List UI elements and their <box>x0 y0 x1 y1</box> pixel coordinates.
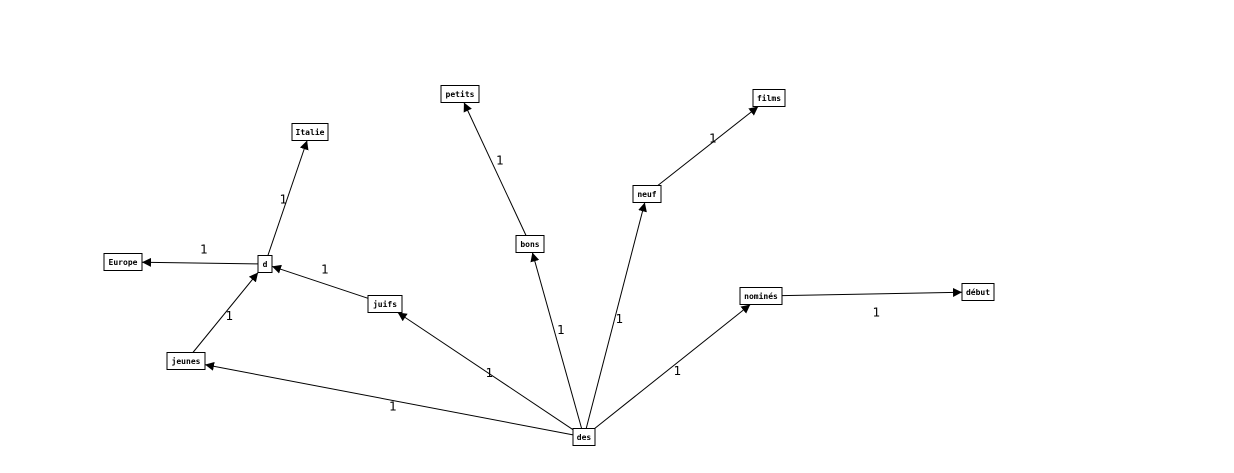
edge-arrow <box>141 257 259 267</box>
node-petits[interactable]: petits <box>440 85 480 103</box>
node-box[interactable] <box>291 123 329 141</box>
node-box[interactable] <box>103 253 143 271</box>
edge-bons-petits: 1 <box>463 102 527 236</box>
edge-arrow <box>267 140 309 256</box>
edge-nomines-debut: 1 <box>781 287 963 320</box>
node-label: début <box>966 287 990 297</box>
edge-weight-label: 1 <box>321 263 329 277</box>
edge-d-italie: 1 <box>267 140 309 256</box>
edge-weight-label: 1 <box>280 193 288 207</box>
edge-juifs-d: 1 <box>271 263 369 299</box>
node-label: bons <box>520 240 539 249</box>
node-label: nominés <box>744 291 778 301</box>
node-box[interactable] <box>166 352 206 370</box>
edge-weight-label: 1 <box>709 132 717 146</box>
node-jeunes[interactable]: jeunes <box>166 352 206 370</box>
node-label: juifs <box>373 299 397 309</box>
node-box[interactable] <box>752 89 786 107</box>
node-box[interactable] <box>257 255 273 273</box>
edge-neuf-films: 1 <box>657 106 759 186</box>
edge-arrow <box>397 312 574 431</box>
node-des[interactable]: des <box>572 428 596 446</box>
edge-weight-label: 1 <box>226 309 234 323</box>
edge-arrow <box>192 272 259 353</box>
edge-arrow <box>463 102 527 236</box>
node-box[interactable] <box>367 295 403 313</box>
node-europe[interactable]: Europe <box>103 253 143 271</box>
node-italie[interactable]: Italie <box>291 123 329 141</box>
edge-arrow <box>271 264 369 299</box>
edge-weight-label: 1 <box>200 243 208 257</box>
edge-arrow <box>204 361 574 436</box>
node-box[interactable] <box>440 85 480 103</box>
edge-des-neuf: 1 <box>585 202 647 429</box>
edge-arrow <box>594 304 751 429</box>
node-label: jeunes <box>172 356 201 366</box>
node-d[interactable]: d <box>257 255 273 273</box>
edge-weight-label: 1 <box>496 154 504 168</box>
edges-layer: 1 1 1 1 1 1 1 1 1 1 1 1 <box>141 102 963 436</box>
node-box[interactable] <box>739 287 783 305</box>
edge-des-juifs: 1 <box>397 312 574 431</box>
edge-jeunes-d: 1 <box>192 272 259 353</box>
edge-des-nomines: 1 <box>594 304 751 429</box>
node-debut[interactable]: début <box>961 283 995 301</box>
edge-arrow <box>657 106 759 186</box>
edge-weight-label: 1 <box>486 366 494 380</box>
edge-arrow <box>781 287 963 297</box>
node-label: d <box>263 260 268 269</box>
node-box[interactable] <box>515 235 545 253</box>
node-nomines[interactable]: nominés <box>739 287 783 305</box>
edge-des-bons: 1 <box>530 252 583 429</box>
edge-weight-label: 1 <box>674 364 682 378</box>
node-label: Italie <box>296 127 325 137</box>
node-films[interactable]: films <box>752 89 786 107</box>
edge-weight-label: 1 <box>616 312 624 326</box>
node-label: neuf <box>637 190 656 199</box>
node-box[interactable] <box>632 185 662 203</box>
node-juifs[interactable]: juifs <box>367 295 403 313</box>
node-box[interactable] <box>572 428 596 446</box>
node-label: petits <box>446 89 475 99</box>
edge-weight-label: 1 <box>557 323 565 337</box>
edge-des-jeunes: 1 <box>204 361 574 436</box>
edge-arrow <box>585 202 647 429</box>
node-label: films <box>757 93 781 103</box>
node-bons[interactable]: bons <box>515 235 545 253</box>
node-label: Europe <box>109 258 138 267</box>
node-label: des <box>577 433 592 442</box>
edge-d-europe: 1 <box>141 243 259 267</box>
node-box[interactable] <box>961 283 995 301</box>
edge-weight-label: 1 <box>389 400 397 414</box>
edge-weight-label: 1 <box>873 306 881 320</box>
node-neuf[interactable]: neuf <box>632 185 662 203</box>
edge-arrow <box>530 252 583 429</box>
